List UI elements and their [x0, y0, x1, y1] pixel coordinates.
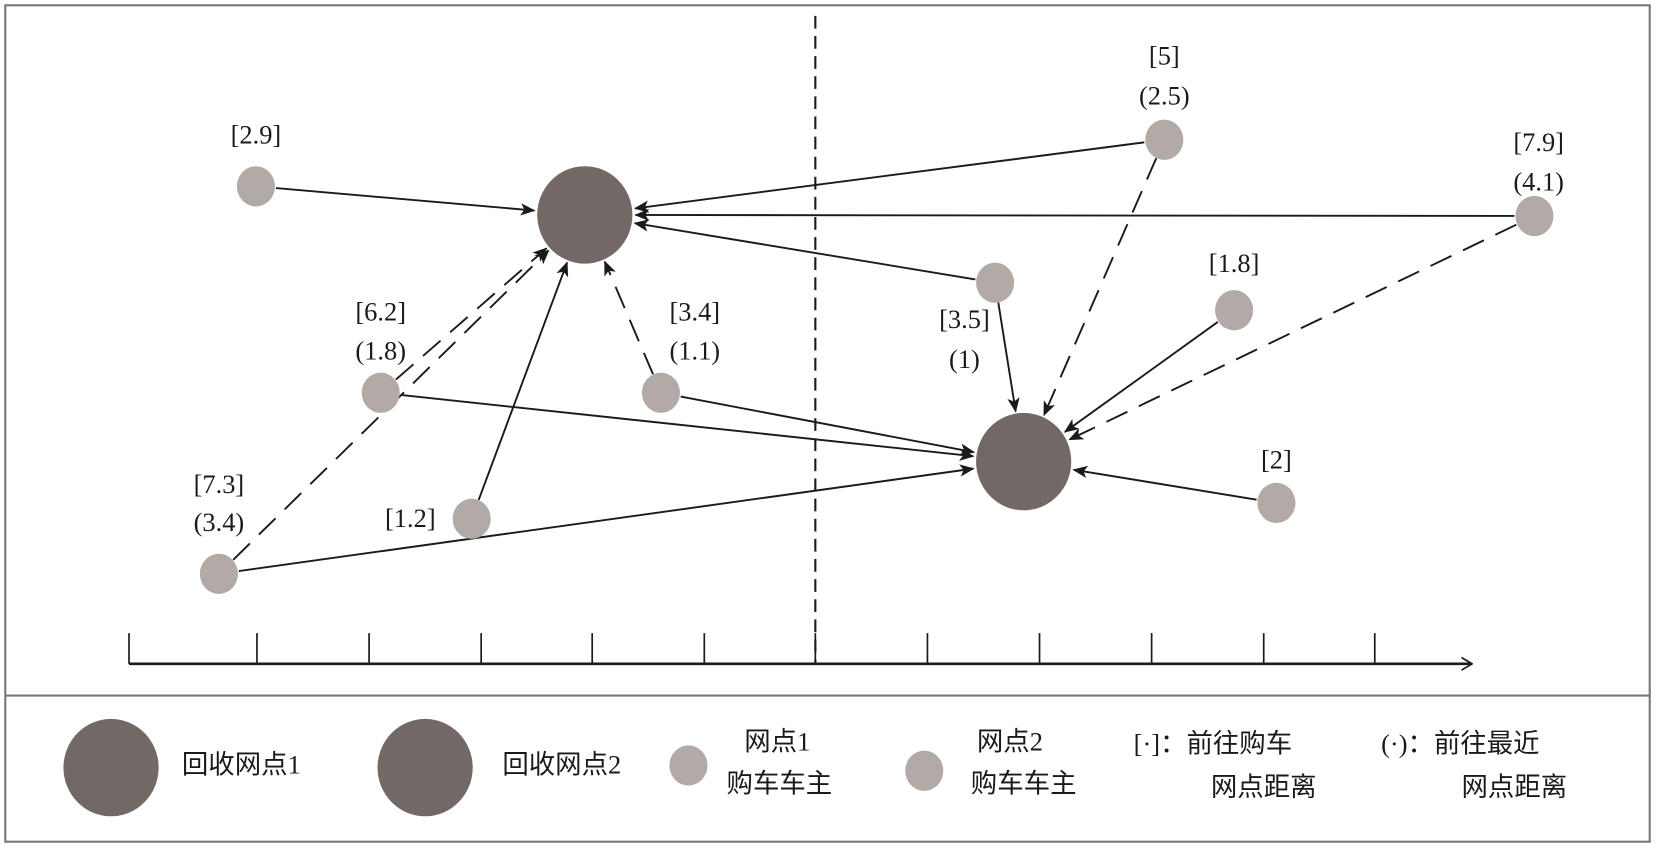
car-owner-J: [1257, 482, 1296, 524]
legend-owner2-line1: 网点2: [977, 726, 1043, 756]
edge-F-to-hub1: [395, 247, 548, 381]
legend-bracket-line2: 网点距离: [1211, 772, 1317, 802]
hub2-recycling-point: [976, 412, 1072, 511]
edge-C-to-hub1: [634, 208, 1515, 222]
nearest-distance-label: (2.5): [1139, 81, 1190, 111]
legend: 回收网点1 回收网点2 网点1 购车车主 网点2 购车车主 [·]：前往购车 网…: [63, 718, 1567, 817]
buy-distance-label: [5]: [1149, 40, 1180, 70]
edge-A-to-hub1: [275, 187, 536, 216]
distance-axis: [128, 633, 1472, 664]
car-owner-G: [641, 372, 680, 413]
legend-hub1-swatch: [63, 718, 159, 817]
legend-owner1-line1: 网点1: [744, 726, 810, 756]
car-owner-C: [1515, 195, 1554, 237]
edge-D-to-hub2: [997, 302, 1020, 413]
buy-distance-label: [6.2]: [355, 297, 406, 327]
car-owner-D: [976, 262, 1015, 303]
buy-distance-label: [7.9]: [1513, 127, 1564, 157]
edge-I-to-hub2: [238, 464, 975, 573]
legend-owner2-line2: 购车车主: [971, 769, 1077, 799]
hub1-recycling-point: [537, 166, 633, 264]
edge-D-to-hub1: [633, 219, 976, 281]
edge-B-to-hub2: [1043, 157, 1158, 417]
edge-G-to-hub1: [603, 260, 654, 375]
car-owner-B: [1145, 119, 1184, 160]
nearest-distance-label: (1): [949, 344, 980, 374]
edges: [232, 141, 1517, 573]
car-owner-E: [1215, 290, 1254, 331]
edge-C-to-hub2: [1068, 223, 1517, 441]
nodes: [199, 119, 1554, 594]
buy-distance-label: [7.3]: [194, 469, 245, 499]
legend-owner1-line2: 购车车主: [727, 769, 833, 799]
car-owner-I: [199, 553, 238, 594]
buy-distance-label: [2.9]: [231, 120, 282, 150]
legend-paren-line1: (·)：前往最近: [1381, 728, 1540, 758]
buy-distance-label: [2]: [1261, 445, 1292, 475]
buy-distance-label: [3.4]: [669, 297, 720, 327]
nearest-distance-label: (1.8): [355, 336, 406, 366]
nearest-distance-label: (3.4): [194, 507, 245, 537]
legend-hub2-swatch: [377, 718, 473, 817]
car-owner-A: [236, 166, 275, 207]
edge-G-to-hub2: [680, 395, 976, 456]
legend-paren-line2: 网点距离: [1461, 772, 1567, 802]
nearest-distance-label: (1.1): [669, 336, 720, 366]
edge-F-to-hub2: [400, 393, 975, 461]
car-owner-H: [452, 498, 491, 539]
edge-B-to-hub1: [633, 141, 1145, 213]
legend-hub2-label: 回收网点2: [502, 750, 621, 780]
figure-frame: [4, 4, 1651, 843]
car-owner-F: [361, 372, 400, 413]
edge-J-to-hub2: [1072, 465, 1257, 501]
edge-E-to-hub2: [1063, 321, 1219, 433]
legend-owner2-swatch: [905, 750, 944, 791]
nearest-distance-label: (4.1): [1513, 166, 1564, 196]
buy-distance-label: [1.2]: [385, 503, 436, 533]
edge-H-to-hub1: [477, 261, 569, 501]
legend-owner1-swatch: [669, 745, 708, 786]
legend-hub1-label: 回收网点1: [182, 750, 301, 780]
buy-distance-label: [3.5]: [939, 304, 990, 334]
legend-bracket-line1: [·]：前往购车: [1134, 728, 1293, 758]
node-labels: [2.9] [5] (2.5) [7.9] (4.1) [3.5] (1) [1.8] [6.2…: [194, 40, 1564, 537]
buy-distance-label: [1.8]: [1209, 248, 1260, 278]
